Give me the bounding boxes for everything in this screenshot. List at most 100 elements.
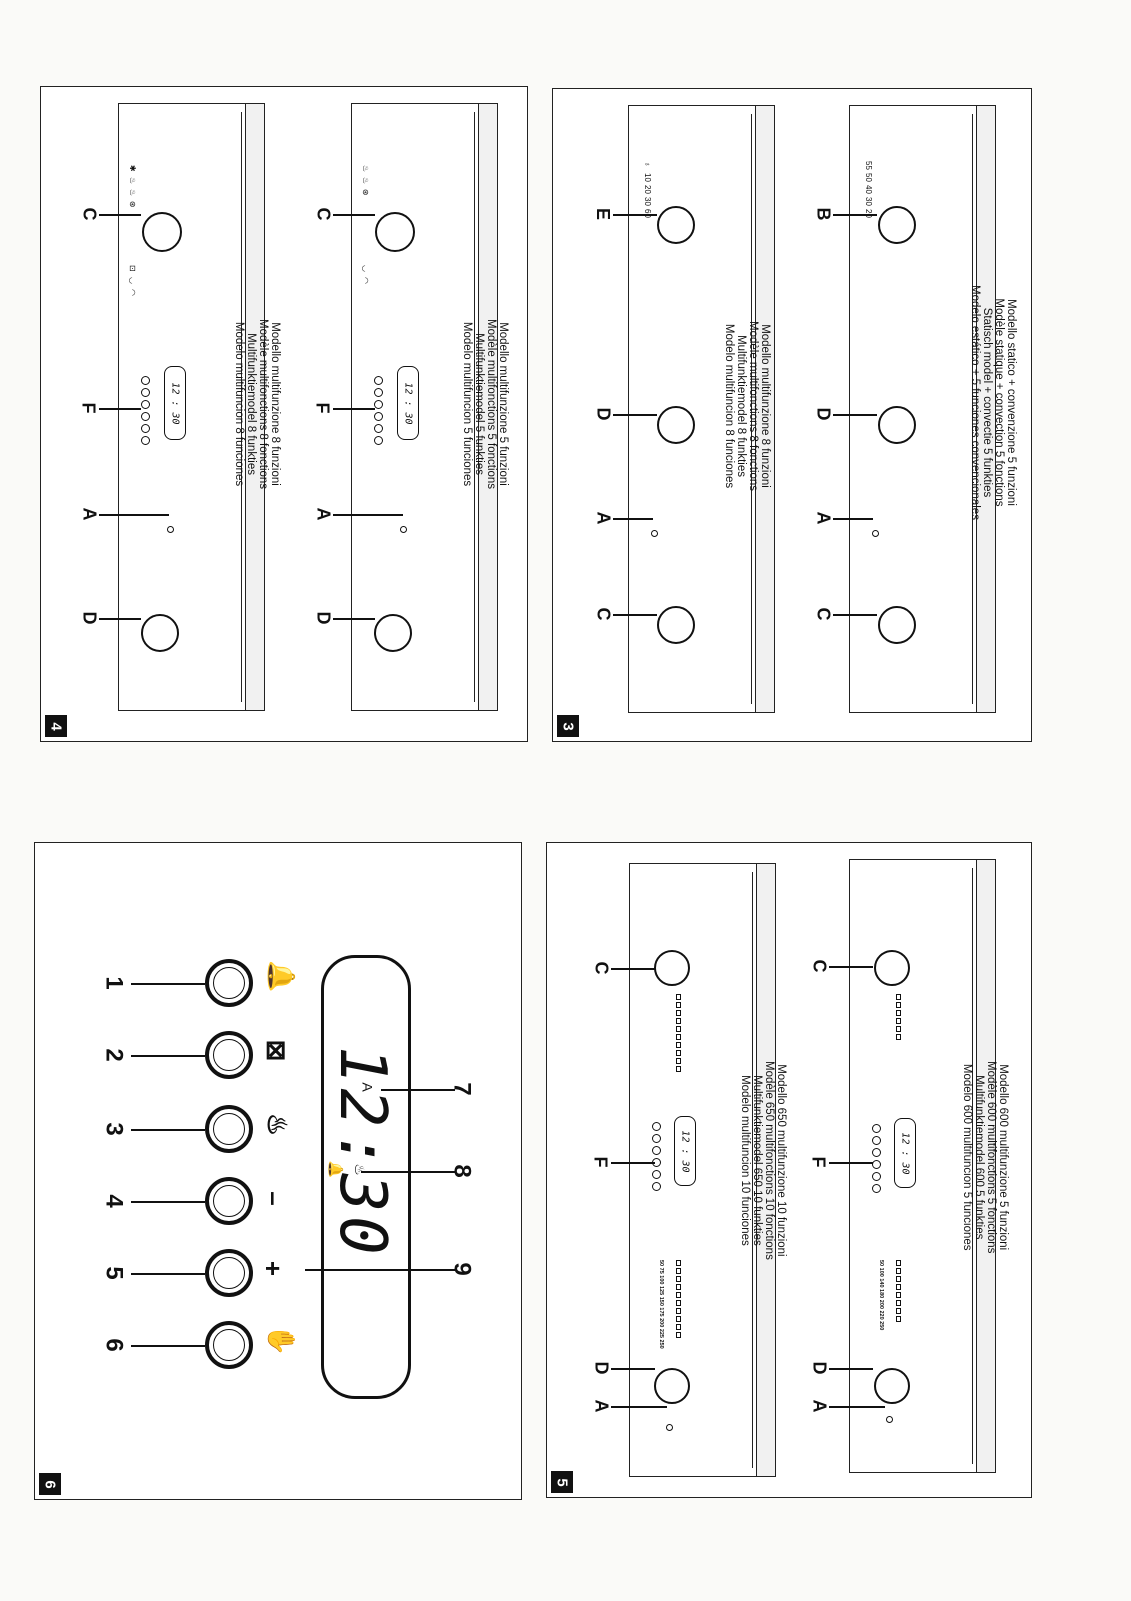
timer-button[interactable] [872, 1184, 881, 1193]
timer-button[interactable] [141, 436, 150, 445]
plus-icon: + [258, 1260, 289, 1277]
timer-knob[interactable] [878, 206, 916, 244]
indicator-light [400, 526, 407, 533]
temperature-gauge [676, 1260, 681, 1338]
function-knob[interactable] [142, 212, 182, 252]
leader-6 [131, 1345, 205, 1347]
bell-icon: 🔔 [266, 960, 297, 993]
callout-8: 8 [448, 1164, 476, 1178]
temperature-knob[interactable] [654, 1368, 690, 1404]
timer-button[interactable] [141, 376, 150, 385]
timer-button[interactable] [872, 1124, 881, 1133]
cooking-time-indicator-icon: ♨ [351, 1163, 368, 1176]
function-gauge [676, 994, 681, 1072]
callout-9: 9 [448, 1262, 476, 1276]
leader-a [333, 514, 403, 516]
leader-3 [131, 1129, 205, 1131]
timer-button[interactable] [374, 388, 383, 397]
timer-buttons [374, 376, 383, 445]
label-a: A [591, 1399, 612, 1413]
timer-button[interactable] [652, 1134, 661, 1143]
cooking-time-button[interactable] [205, 1105, 253, 1153]
timer-button[interactable] [872, 1136, 881, 1145]
leader-1 [131, 983, 205, 985]
figure-5-frame: 5 12 : 30 50 75 100 125 150 175 200 225 … [546, 842, 1032, 1498]
function-knob[interactable] [878, 606, 916, 644]
display-digits: 12:30 [325, 1046, 399, 1259]
leader-f [829, 1162, 873, 1164]
timer-button[interactable] [374, 412, 383, 421]
function-gauge [896, 994, 901, 1040]
timer-button[interactable] [374, 376, 383, 385]
control-panel-static-convection: 5550403020 [849, 105, 996, 713]
panel-rail [756, 864, 775, 1476]
temperature-knob[interactable] [374, 614, 412, 652]
timer-button[interactable] [374, 424, 383, 433]
clock-display: 12 : 30 [164, 366, 186, 440]
leader-f [611, 1162, 655, 1164]
figure-3-frame: 3 ♁10203060 Modello multifunzione 8 funz… [552, 88, 1032, 742]
timer-scale: ♁10203060 [642, 161, 652, 218]
function-knob[interactable] [657, 606, 695, 644]
end-time-button[interactable] [205, 1031, 253, 1079]
leader-c [611, 968, 655, 970]
minus-icon: – [259, 1191, 290, 1206]
leader-e [613, 214, 657, 216]
timer-button[interactable] [374, 400, 383, 409]
label-a: A [813, 511, 834, 525]
bell-button[interactable] [205, 959, 253, 1007]
timer-button[interactable] [652, 1170, 661, 1179]
leader-a [99, 514, 169, 516]
control-panel-multifunction-8: ♁10203060 [628, 105, 775, 713]
panel-rail [976, 106, 995, 712]
label-c: C [813, 607, 834, 621]
timer-button[interactable] [141, 412, 150, 421]
leader-a [611, 1406, 667, 1408]
temperature-knob[interactable] [141, 614, 179, 652]
function-knob[interactable] [375, 212, 415, 252]
leader-d [613, 414, 657, 416]
manual-button[interactable] [205, 1321, 253, 1369]
label-a: A [809, 1399, 830, 1413]
panel-rail [245, 104, 264, 710]
timer-button[interactable] [141, 388, 150, 397]
temperature-knob[interactable] [878, 406, 916, 444]
clock-display-large: 12:30 [321, 955, 411, 1399]
minus-button[interactable] [205, 1177, 253, 1225]
timer-button[interactable] [652, 1182, 661, 1191]
leader-7 [381, 1089, 455, 1091]
timer-knob[interactable] [657, 206, 695, 244]
timer-button[interactable] [652, 1122, 661, 1131]
timer-button[interactable] [872, 1160, 881, 1169]
control-panel-8-functions: ✱♨♨⊛ ⊡◡◠ 12 : 30 [118, 103, 265, 711]
plus-button[interactable] [205, 1249, 253, 1297]
temperature-scale: 50 75 100 125 150 175 200 225 250 [658, 1260, 664, 1349]
clock-display: 12 : 30 [397, 366, 419, 440]
button-number-1: 1 [100, 976, 128, 990]
indicator-light [872, 530, 879, 537]
leader-a [829, 1406, 885, 1408]
function-knob[interactable] [874, 950, 910, 986]
label-b: B [813, 207, 834, 221]
button-number-4: 4 [100, 1194, 128, 1208]
temperature-knob[interactable] [657, 406, 695, 444]
temperature-knob[interactable] [874, 1368, 910, 1404]
timer-button[interactable] [872, 1148, 881, 1157]
leader-d [99, 618, 141, 620]
label-f: F [590, 1156, 611, 1168]
timer-button[interactable] [141, 424, 150, 433]
timer-button[interactable] [872, 1172, 881, 1181]
timer-button[interactable] [652, 1146, 661, 1155]
function-symbols-lower: ◡◠ [360, 265, 370, 284]
indicator-light [886, 1416, 893, 1423]
function-symbols: ✱♨♨⊛ [128, 164, 138, 208]
timer-button[interactable] [141, 400, 150, 409]
control-panel-650: 12 : 30 50 75 100 125 150 175 200 225 25… [629, 863, 776, 1477]
leader-2 [131, 1055, 205, 1057]
label-f: F [78, 402, 99, 414]
function-knob[interactable] [654, 950, 690, 986]
timer-button[interactable] [374, 436, 383, 445]
